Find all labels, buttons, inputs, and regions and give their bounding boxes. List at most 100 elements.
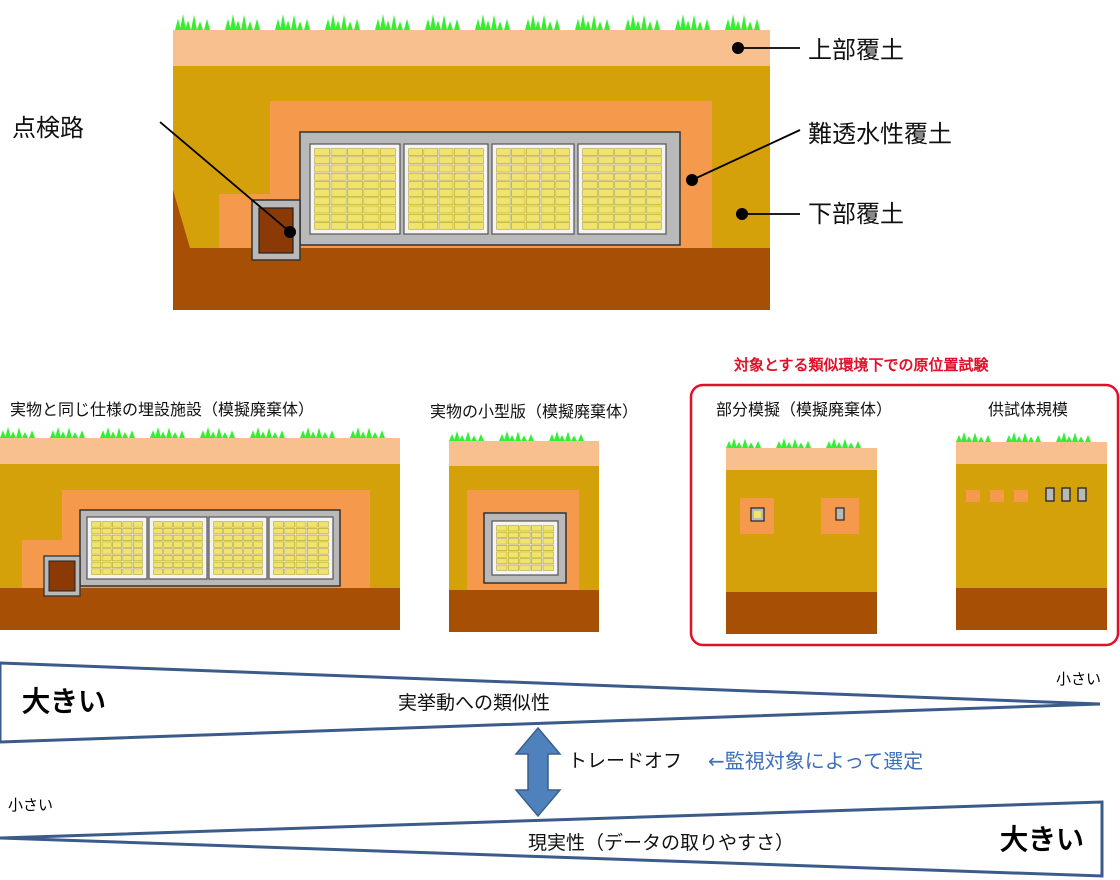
waste-package (469, 197, 484, 206)
specimen-base-ground (956, 588, 1107, 630)
feasibility-wedge (0, 800, 1104, 878)
waste-package (507, 551, 519, 558)
specimen-soil-sample (990, 490, 1004, 502)
grass-blade (191, 14, 197, 30)
small-top-cover (449, 441, 599, 466)
waste-package (540, 222, 555, 230)
waste-package (363, 156, 380, 165)
grass-blade (29, 430, 35, 438)
waste-package (423, 189, 439, 197)
label-lower-cover: 下部覆土 (808, 200, 904, 228)
grass-blade (515, 431, 521, 441)
waste-package (163, 568, 173, 575)
waste-package (598, 213, 614, 222)
waste-package (582, 197, 598, 206)
waste-package (519, 564, 531, 571)
waste-package (646, 222, 662, 230)
grass-blade (726, 441, 732, 448)
waste-package (453, 213, 469, 222)
waste-package (284, 534, 296, 541)
waste-package (306, 534, 318, 541)
waste-package (582, 172, 598, 181)
in-situ-group-frame (689, 383, 1120, 647)
waste-package (193, 555, 203, 562)
leader-dot (736, 208, 748, 220)
grass-blade (565, 431, 571, 441)
grass-blade (597, 21, 603, 30)
grass-blade (499, 434, 505, 441)
waste-package (183, 561, 193, 568)
waste-package (183, 568, 193, 575)
waste-package (614, 156, 630, 165)
waste-package (243, 568, 253, 575)
waste-package (555, 197, 570, 206)
waste-package (630, 172, 646, 181)
waste-package (314, 222, 331, 230)
specimen-soil-sample (1014, 490, 1028, 502)
grass-blade (842, 438, 848, 448)
waste-package (363, 172, 380, 181)
waste-package (614, 205, 630, 214)
main-cross-section (173, 30, 770, 310)
waste-package (540, 148, 555, 156)
waste-package (496, 538, 508, 545)
waste-package (379, 172, 396, 181)
waste-package (555, 213, 570, 222)
waste-package (253, 561, 263, 568)
grass-blade (22, 431, 28, 438)
waste-package (183, 555, 193, 562)
waste-package (379, 148, 396, 156)
grass-blade (185, 20, 191, 30)
waste-package (330, 213, 347, 222)
waste-package (273, 561, 284, 568)
waste-package (318, 561, 329, 568)
waste-package (295, 568, 307, 575)
specimen-scale-section (956, 442, 1107, 630)
waste-package (469, 181, 484, 189)
waste-package (614, 181, 630, 189)
waste-package (496, 531, 508, 538)
waste-package (582, 189, 598, 197)
waste-package (531, 558, 543, 565)
grass-blade (116, 427, 122, 438)
waste-package (614, 222, 630, 230)
inspection-path-opening (258, 207, 294, 254)
grass-blade (504, 18, 510, 30)
waste-package (555, 181, 570, 189)
waste-package (408, 205, 423, 214)
waste-package (318, 534, 329, 541)
waste-package (646, 205, 662, 214)
waste-package (646, 197, 662, 206)
waste-package (519, 531, 531, 538)
waste-package (295, 521, 307, 528)
grass-blade (322, 431, 328, 438)
grass-blade (1006, 435, 1012, 442)
waste-package (223, 561, 233, 568)
grass-blade (72, 431, 78, 438)
grass-blade (441, 14, 447, 30)
waste-package (101, 534, 112, 541)
grass-blade (454, 431, 460, 441)
waste-package (453, 189, 469, 197)
waste-package (453, 197, 469, 206)
grass-blade (580, 14, 586, 30)
similarity-label: 実挙動への類似性 (398, 692, 551, 714)
grass-blade (66, 427, 72, 438)
in-situ-group-title: 対象とする類似環境下での原位置試験 (734, 356, 989, 374)
grass-blade (435, 20, 441, 30)
tradeoff-note: ←監視対象によって選定 (708, 749, 924, 773)
waste-package (598, 181, 614, 189)
waste-package (469, 156, 484, 165)
waste-package (507, 538, 519, 545)
grass-blade (786, 442, 792, 448)
waste-package (511, 205, 526, 214)
grass-blade (397, 21, 403, 30)
waste-package (314, 205, 331, 214)
grass-blade (736, 442, 742, 448)
waste-package (347, 164, 363, 173)
waste-package (347, 172, 363, 181)
similarity-wedge (0, 661, 1101, 744)
waste-package (423, 156, 439, 165)
waste-package (379, 222, 396, 230)
